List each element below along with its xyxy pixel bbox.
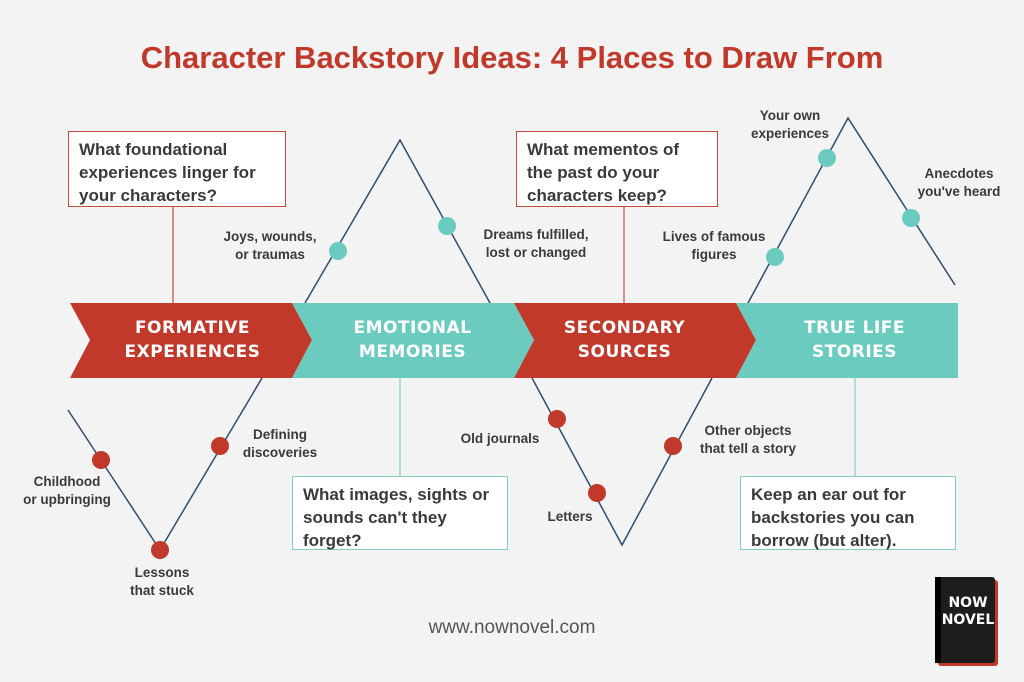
dot-journals xyxy=(548,410,566,428)
section-label-line1: TRUE LIFE xyxy=(804,318,905,338)
label-line: Anecdotes xyxy=(924,166,994,181)
section-label-line2: SOURCES xyxy=(577,342,672,362)
section-label-line1: SECONDARY xyxy=(563,318,686,338)
label-letters: Letters xyxy=(538,508,602,526)
label-line: Old journals xyxy=(460,431,540,446)
arrow-secondary xyxy=(514,303,756,378)
label-dreams: Dreams fulfilled, lost or changed xyxy=(468,226,604,262)
logo-line: NOVEL xyxy=(941,612,995,628)
dot-defining xyxy=(211,437,229,455)
dot-childhood xyxy=(92,451,110,469)
dot-anecdotes xyxy=(902,209,920,227)
label-line: that stuck xyxy=(130,583,194,598)
section-label-truelife: TRUE LIFE STORIES xyxy=(752,316,957,364)
now-novel-logo: NOW NOVEL xyxy=(935,577,995,663)
question-box-truelife: Keep an ear out for backstories you can … xyxy=(740,476,956,550)
label-line: Dreams fulfilled, xyxy=(483,227,589,242)
label-joys: Joys, wounds, or traumas xyxy=(210,228,330,264)
label-own: Your own experiences xyxy=(742,107,838,143)
zigzag-line-truelife xyxy=(747,116,956,304)
label-line: figures xyxy=(691,247,737,262)
dot-objects xyxy=(664,437,682,455)
zigzag-line-secondary xyxy=(531,377,713,547)
dot-letters xyxy=(588,484,606,502)
question-box-emotional: What images, sights or sounds can't they… xyxy=(292,476,508,550)
label-line: or traumas xyxy=(235,247,305,262)
arrow-band xyxy=(70,303,958,378)
dot-joys xyxy=(329,242,347,260)
section-label-line2: STORIES xyxy=(811,342,898,362)
section-label-emotional: EMOTIONAL MEMORIES xyxy=(310,316,515,364)
label-lessons: Lessons that stuck xyxy=(112,564,212,600)
section-label-formative: FORMATIVE EXPERIENCES xyxy=(90,316,295,364)
logo-text: NOW NOVEL xyxy=(941,595,995,629)
label-line: Your own xyxy=(759,108,821,123)
label-line: Defining xyxy=(253,427,307,442)
label-line: you've heard xyxy=(917,184,1001,199)
label-line: experiences xyxy=(750,126,830,141)
page-title: Character Backstory Ideas: 4 Places to D… xyxy=(140,40,884,75)
label-line: Letters xyxy=(547,509,593,524)
dots xyxy=(92,149,920,559)
question-box-secondary: What mementos of the past do your charac… xyxy=(516,131,718,207)
label-childhood: Childhood or upbringing xyxy=(4,473,130,509)
section-label-line2: MEMORIES xyxy=(358,342,467,362)
label-journals: Old journals xyxy=(458,430,542,448)
dot-famous xyxy=(766,248,784,266)
label-anecdotes: Anecdotes you've heard xyxy=(906,165,1012,201)
label-line: that tell a story xyxy=(699,441,797,456)
dot-dreams xyxy=(438,217,456,235)
label-line: or upbringing xyxy=(23,492,111,507)
label-line: lost or changed xyxy=(485,245,587,260)
book-spine xyxy=(935,577,941,663)
logo-line: NOW xyxy=(948,595,988,611)
arrow-truelife xyxy=(736,303,958,378)
label-line: Childhood xyxy=(33,474,101,489)
arrow-formative xyxy=(70,303,312,378)
section-label-line1: FORMATIVE xyxy=(134,318,251,338)
label-line: Other objects xyxy=(704,423,792,438)
dot-own xyxy=(818,149,836,167)
zigzag-line-emotional xyxy=(304,138,491,304)
label-line: Lessons xyxy=(134,565,190,580)
arrow-emotional xyxy=(292,303,534,378)
section-label-line2: EXPERIENCES xyxy=(124,342,261,362)
section-label-secondary: SECONDARY SOURCES xyxy=(522,316,727,364)
teal-connectors xyxy=(399,378,856,476)
label-defining: Defining discoveries xyxy=(232,426,328,462)
dot-lessons xyxy=(151,541,169,559)
label-famous: Lives of famous figures xyxy=(650,228,778,264)
question-box-formative: What foundational experiences linger for… xyxy=(68,131,286,207)
label-objects: Other objects that tell a story xyxy=(686,422,810,458)
label-line: Lives of famous xyxy=(662,229,766,244)
section-label-line1: EMOTIONAL xyxy=(353,318,472,338)
red-connectors xyxy=(172,206,625,303)
label-line: Joys, wounds, xyxy=(223,229,317,244)
label-line: discoveries xyxy=(242,445,318,460)
website-url[interactable]: www.nownovel.com xyxy=(428,617,596,638)
